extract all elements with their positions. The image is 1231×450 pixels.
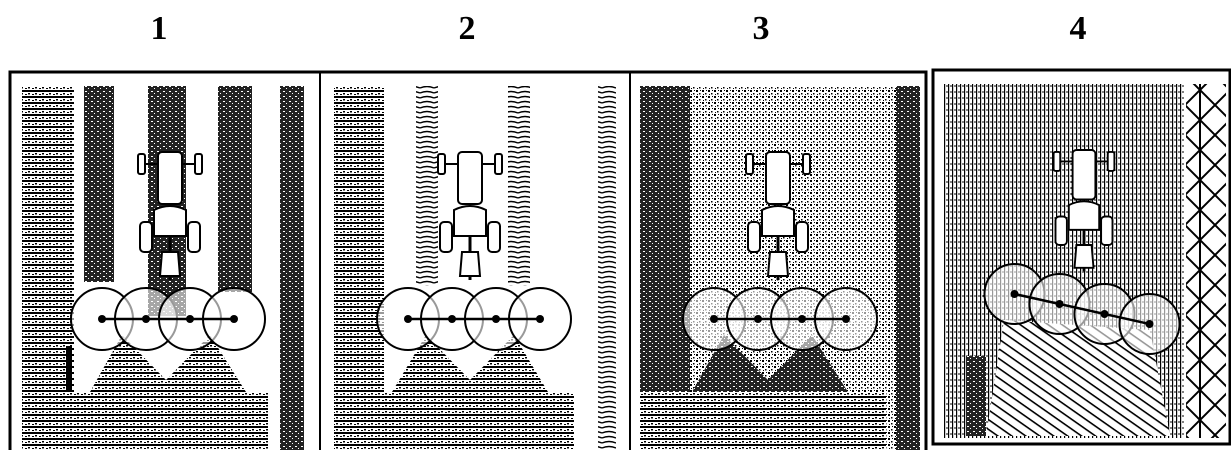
rake-assembly	[376, 287, 572, 351]
raked-ground	[22, 392, 268, 450]
panel-4	[944, 84, 1226, 438]
raked-ground	[334, 392, 574, 450]
windrow-pattern	[986, 320, 1170, 436]
raked-ground	[640, 392, 886, 450]
panel-label-4: 4	[1069, 10, 1087, 47]
rake-assembly	[983, 263, 1181, 355]
crop-row	[218, 86, 252, 292]
panel-2	[334, 86, 616, 450]
tractor-icon	[137, 151, 203, 280]
crop-row	[280, 86, 304, 450]
rake-assembly	[70, 287, 266, 351]
crop-row	[416, 86, 438, 286]
panel-label-1: 1	[150, 10, 168, 47]
crop-row	[598, 86, 616, 450]
windrow-pattern	[392, 335, 548, 392]
crop-row	[896, 86, 920, 450]
panel-label-3: 3	[752, 10, 770, 47]
mown-field-left	[22, 86, 74, 450]
crop-row	[84, 86, 114, 282]
mown-field-left	[640, 86, 690, 450]
windrow-pattern	[90, 335, 246, 392]
tractor-icon	[437, 151, 503, 280]
tractor-icon	[1052, 149, 1116, 272]
crosshatch-border-pattern	[1186, 84, 1226, 438]
mown-field-left	[334, 86, 384, 450]
panel-label-2: 2	[458, 10, 476, 47]
tractor-icon	[745, 151, 811, 280]
crop-row	[966, 356, 986, 436]
rake-assembly	[682, 287, 878, 351]
crop-row	[508, 86, 530, 286]
